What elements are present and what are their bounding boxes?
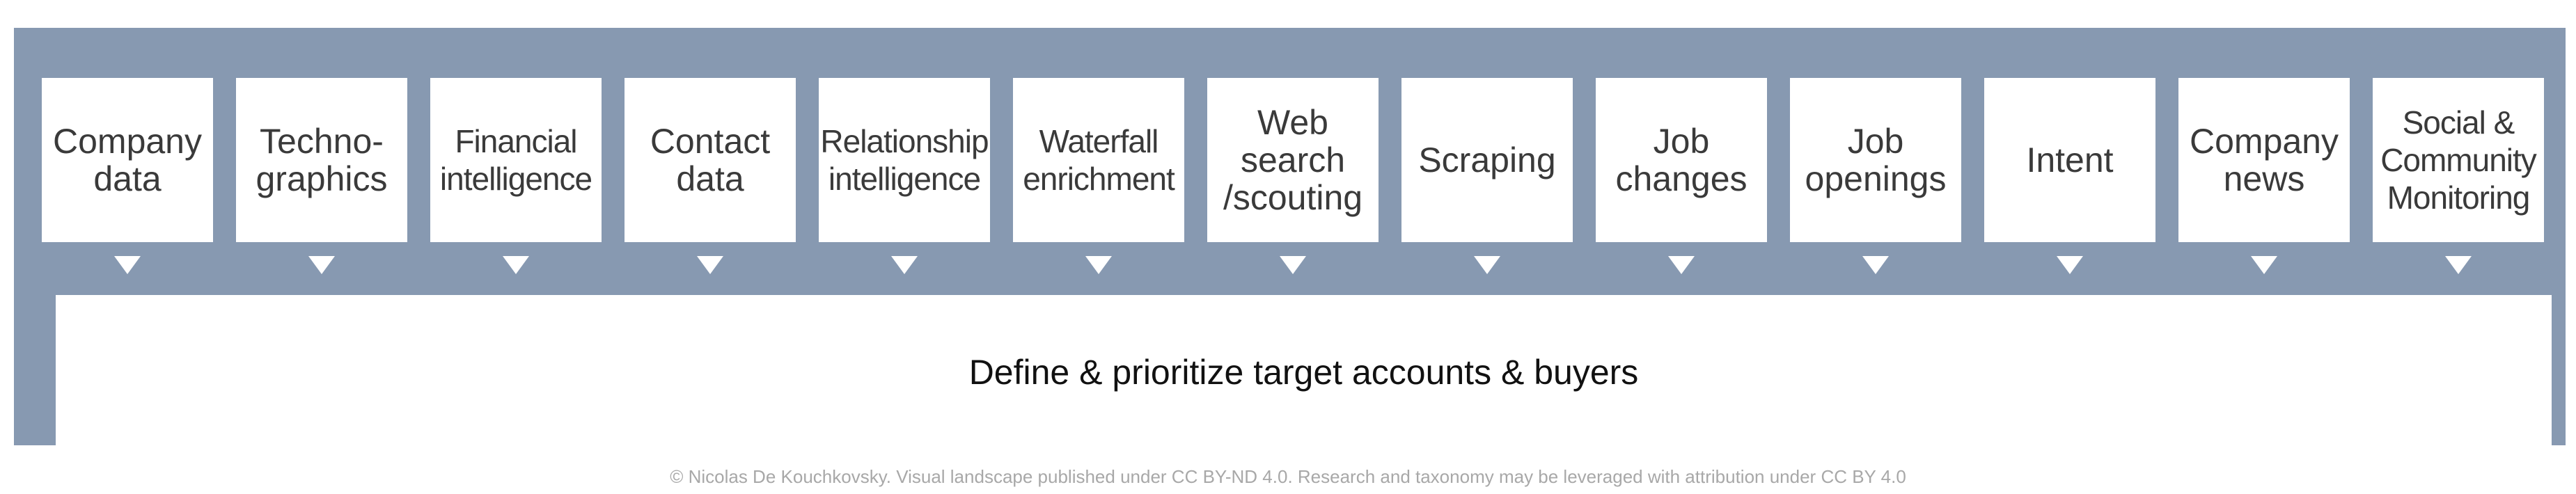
down-arrow-icon (503, 256, 529, 274)
source-label: Company news (2190, 122, 2339, 198)
source-job-openings: Job openings (1790, 78, 1961, 242)
diagram-frame: Company data Techno- graphics Financial … (14, 28, 2566, 449)
source-scraping: Scraping (1401, 78, 1573, 242)
source-label: Scraping (1418, 141, 1556, 180)
source-label: Intent (2026, 141, 2114, 180)
down-arrow-icon (697, 256, 723, 274)
down-arrow-icon (2445, 256, 2472, 274)
down-arrow-icon (114, 256, 141, 274)
source-contact-data: Contact data (625, 78, 796, 242)
source-company-news: Company news (2178, 78, 2350, 242)
down-arrow-icon (1474, 256, 1500, 274)
source-intent: Intent (1984, 78, 2155, 242)
source-label: Job openings (1805, 122, 1947, 198)
copyright-footer: © Nicolas De Kouchkovsky. Visual landsca… (670, 466, 1906, 487)
source-label: Waterfall enrichment (1023, 123, 1175, 197)
down-arrow-icon (1668, 256, 1695, 274)
down-arrow-icon (2057, 256, 2083, 274)
source-label: Financial intelligence (439, 123, 592, 197)
source-relationship-intelligence: Relationship intelligence (819, 78, 990, 242)
source-financial-intelligence: Financial intelligence (430, 78, 602, 242)
source-waterfall-enrichment: Waterfall enrichment (1013, 78, 1184, 242)
target-box: Define & prioritize target accounts & bu… (56, 295, 2552, 449)
down-arrow-icon (308, 256, 335, 274)
source-label: Relationship intelligence (820, 123, 989, 197)
source-label: Contact data (650, 122, 771, 198)
down-arrow-icon (2251, 256, 2277, 274)
source-label: Company data (53, 122, 202, 198)
down-arrow-icon (1280, 256, 1306, 274)
down-arrow-icon (1085, 256, 1112, 274)
source-label: Job changes (1615, 122, 1748, 198)
down-arrow-icon (891, 256, 918, 274)
target-label: Define & prioritize target accounts & bu… (968, 353, 1639, 392)
source-web-search-scouting: Web search /scouting (1207, 78, 1379, 242)
source-company-data: Company data (42, 78, 213, 242)
source-label: Web search /scouting (1223, 103, 1363, 217)
source-label: Social & Community Monitoring (2380, 104, 2537, 216)
source-label: Techno- graphics (256, 122, 388, 198)
source-social-community-monitoring: Social & Community Monitoring (2373, 78, 2544, 242)
down-arrow-icon (1862, 256, 1889, 274)
source-technographics: Techno- graphics (236, 78, 407, 242)
source-job-changes: Job changes (1596, 78, 1767, 242)
